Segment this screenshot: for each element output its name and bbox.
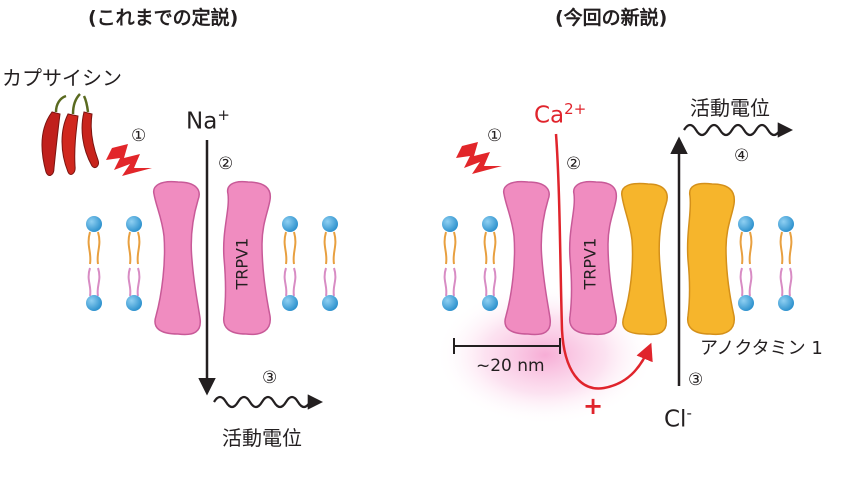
lipid-molecule: [738, 216, 754, 311]
action-potential-label-left: 活動電位: [222, 426, 302, 450]
right-step3-marker: ③: [688, 370, 704, 390]
right-step4-marker: ④: [734, 146, 750, 166]
sodium-charge: +: [217, 106, 230, 124]
lipid-molecule: [482, 216, 498, 311]
right-step1-marker: ①: [487, 126, 503, 146]
trpv1-left-half: [152, 180, 202, 336]
capsaicin-label: カプサイシン: [2, 66, 122, 90]
left-step1-marker: ①: [131, 126, 147, 146]
left-step3-marker: ③: [262, 368, 278, 388]
right-step2-marker: ②: [566, 154, 582, 174]
action-potential-wave-left: [213, 394, 324, 410]
plus-sign: +: [583, 392, 604, 420]
chili-pepper-icon: [41, 93, 99, 176]
chloride-charge: -: [686, 404, 692, 422]
left-panel-title: (これまでの定説): [88, 7, 239, 29]
lipid-molecule: [322, 216, 338, 311]
right-panel-title: (今回の新説): [555, 7, 668, 29]
lipid-molecule: [778, 216, 794, 311]
stimulus-lightning-icon-right: [456, 142, 502, 174]
calcium-flow-arrow: [554, 133, 653, 390]
sodium-ion-symbol: Na: [186, 108, 218, 135]
anoctamin1-left-half: [621, 182, 668, 336]
left-step2-marker: ②: [218, 154, 234, 174]
lipid-molecule: [126, 216, 142, 311]
chloride-ion-symbol: Cl: [664, 406, 687, 433]
trpv1-right-panel-right-half: [568, 180, 618, 336]
sodium-ion-label: Na+: [186, 106, 230, 135]
distance-label: ~20 nm: [476, 356, 545, 376]
trpv1-label-left: TRPV1: [232, 237, 252, 290]
anoctamin1-label: アノクタミン 1: [700, 338, 823, 359]
calcium-ion-label: Ca2+: [534, 100, 586, 129]
calcium-charge: 2+: [564, 100, 587, 118]
chloride-ion-label: Cl-: [664, 404, 692, 433]
lipid-molecule: [282, 216, 298, 311]
stimulus-lightning-icon: [106, 144, 152, 176]
trpv1-label-right: TRPV1: [580, 237, 600, 290]
distance-scale-bar: [453, 338, 561, 354]
lipid-molecule: [86, 216, 102, 311]
right-lipids: [442, 216, 794, 311]
lipid-molecule: [442, 216, 458, 311]
action-potential-wave-right: [683, 122, 794, 138]
trpv1-right-panel-left-half: [502, 180, 552, 336]
trpv1-right-half: [222, 180, 272, 336]
action-potential-label-right: 活動電位: [690, 96, 770, 120]
anoctamin1-right-half: [686, 182, 736, 336]
left-lipids: [86, 216, 338, 311]
calcium-ion-symbol: Ca: [534, 102, 565, 129]
